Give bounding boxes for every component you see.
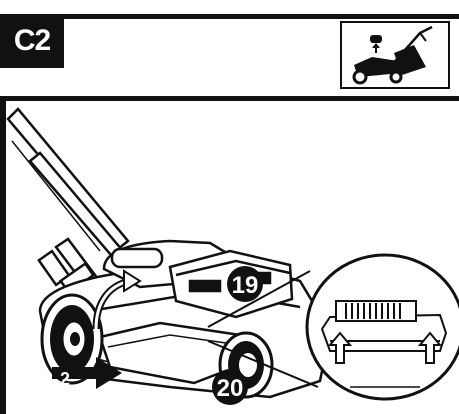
push-step-label: 2 bbox=[60, 369, 70, 389]
callout-19: 19 bbox=[227, 266, 263, 302]
mower-with-grass-bag-icon bbox=[340, 21, 450, 89]
rear-wheel bbox=[40, 293, 104, 385]
header-divider bbox=[0, 96, 459, 101]
detail-zoom-bubble bbox=[305, 253, 459, 401]
left-border bbox=[0, 96, 6, 414]
lift-arrow-icon bbox=[92, 269, 142, 330]
push-arrow-icon bbox=[52, 357, 122, 389]
top-border bbox=[0, 14, 459, 19]
mower-illustration: 2 19 20 bbox=[6, 107, 459, 405]
part-20-label: 20 bbox=[217, 375, 244, 402]
part-19-label: 19 bbox=[232, 272, 259, 299]
step-badge: C2 bbox=[0, 14, 64, 68]
callout-20: 20 bbox=[212, 369, 248, 405]
